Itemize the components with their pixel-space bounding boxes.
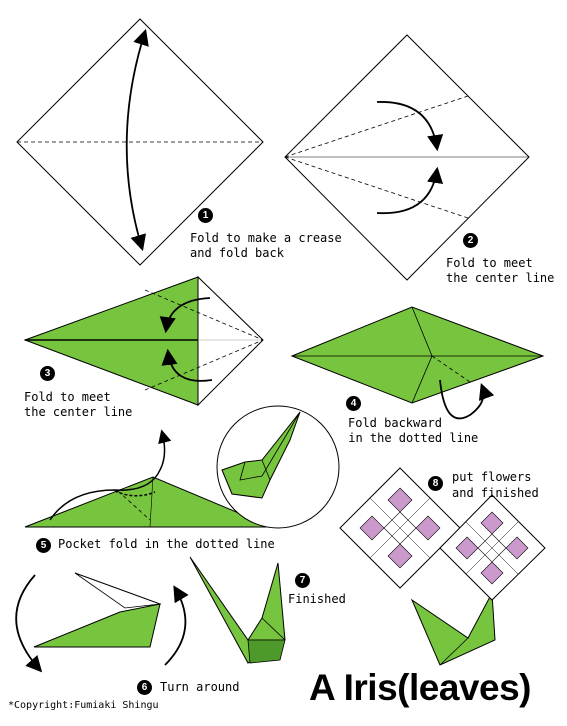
step-1-text-line2: and fold back: [190, 246, 284, 260]
step-6-badge: 6: [137, 680, 152, 695]
fold-in-arrow-top: [159, 297, 211, 334]
fold-backward-arrow: [439, 379, 495, 420]
step-2-text-line2: the center line: [446, 271, 555, 285]
step7-figure: [189, 556, 286, 664]
flower-right: [439, 494, 546, 601]
step1-figure: [16, 18, 264, 266]
pocket-fold-arrow: [49, 429, 172, 521]
step8-figure: [339, 467, 546, 666]
step-4-text-line1: Fold backward: [348, 416, 442, 430]
turn-arrow-left: [15, 574, 43, 673]
copyright-text: *Copyright:Fumiaki Shingu: [8, 700, 159, 711]
diagram-title: A Iris(leaves): [309, 667, 531, 708]
turn-arrow-right: [164, 585, 189, 666]
flower-left: [339, 467, 461, 589]
step4-figure: [290, 306, 545, 420]
step-7-text: Finished: [288, 592, 346, 606]
step-1-text-line1: Fold to make a crease: [190, 231, 342, 245]
step-6-text: Turn around: [160, 680, 240, 694]
fold-in-arrow-bottom: [161, 348, 213, 382]
step-5-badge: 5: [36, 538, 51, 553]
fold-back-arrow: [125, 28, 149, 252]
step-4-text-line2: in the dotted line: [341, 431, 479, 445]
detail-circle: [216, 405, 340, 529]
step-1-badge: 1: [198, 208, 213, 223]
step-8-text-line2: and finished: [452, 486, 539, 500]
step-3-badge: 3: [40, 366, 55, 381]
step-7-badge: 7: [295, 573, 310, 588]
step3-figure: [23, 275, 264, 407]
step2-figure: [284, 34, 530, 281]
step-8-text-line1: put flowers: [452, 470, 532, 484]
step-3-text-line1: Fold to meet: [24, 390, 111, 404]
step-5-text: Pocket fold in the dotted line: [58, 537, 275, 551]
step5-figure: [24, 429, 273, 528]
step-4-badge: 4: [346, 396, 361, 411]
step6-figure: [15, 572, 189, 673]
step-3-text-line2: the center line: [24, 405, 133, 419]
step-2-text-line1: Fold to meet: [446, 256, 533, 270]
step-8-badge: 8: [428, 476, 443, 491]
step-2-badge: 2: [463, 233, 478, 248]
fold-up-arrow: [376, 166, 444, 215]
fold-down-arrow: [376, 101, 444, 152]
